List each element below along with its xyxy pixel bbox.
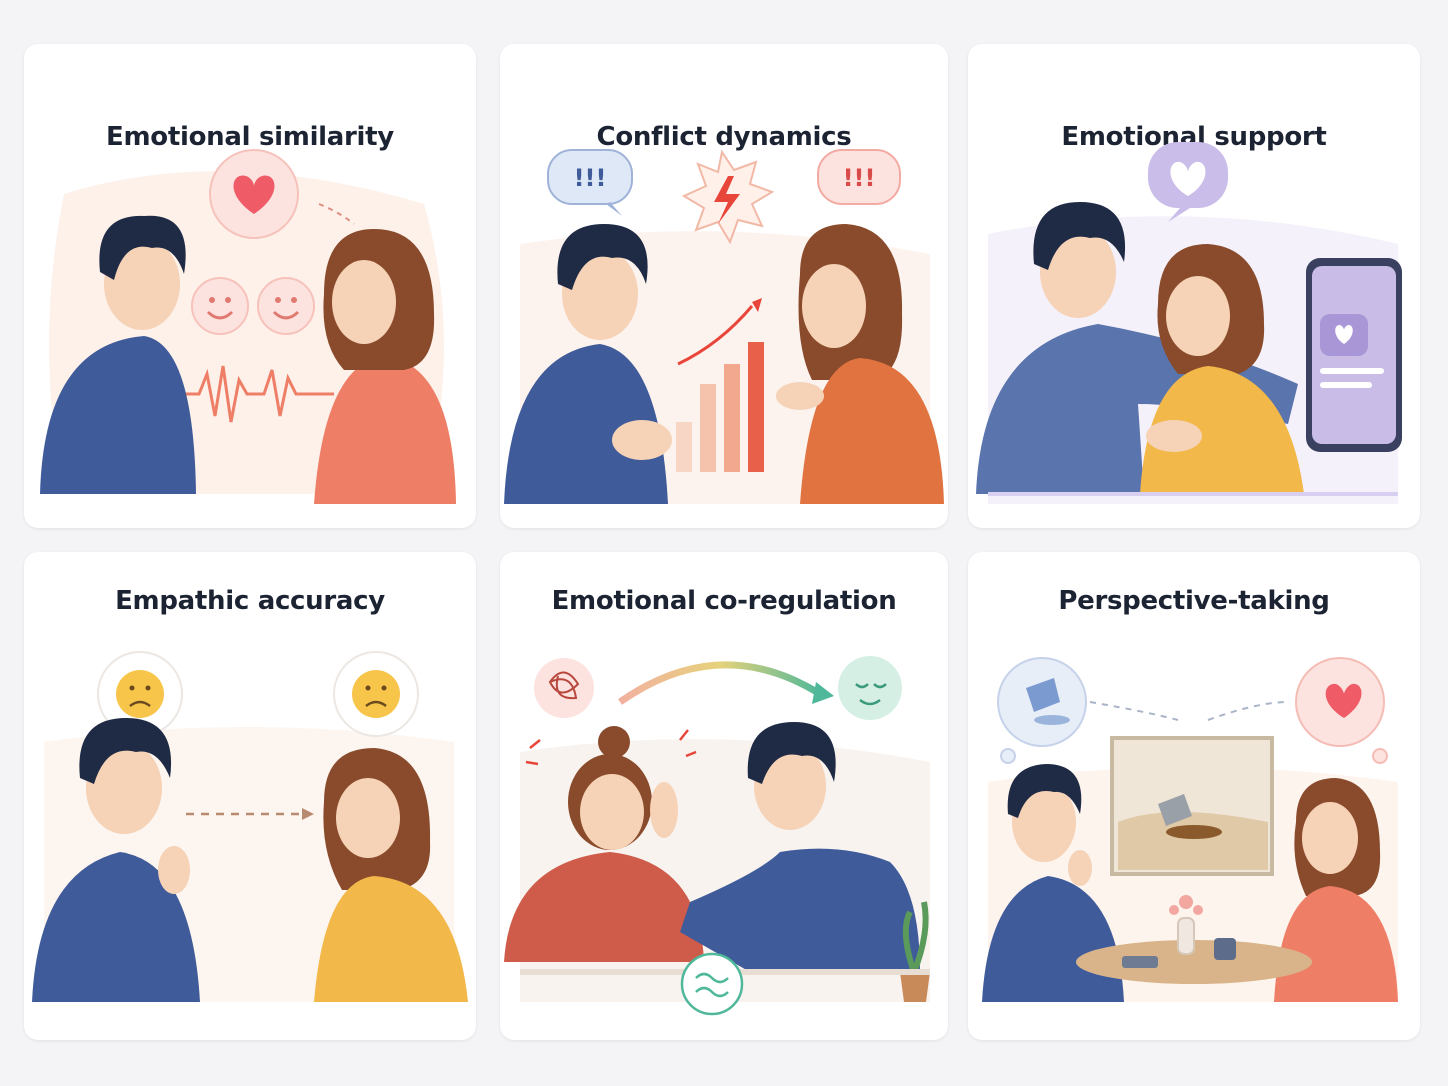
panel-perspective-taking: Perspective-taking	[968, 552, 1420, 1040]
emotional-similarity-illustration	[40, 149, 456, 504]
vase	[1177, 917, 1195, 955]
bar	[748, 342, 764, 472]
woman-figure	[1140, 366, 1304, 494]
heartbeat-line	[172, 365, 334, 423]
emotional-co-regulation-illustration	[504, 656, 930, 1016]
heart-icon	[1170, 161, 1206, 196]
panel-empathic-accuracy: Empathic accuracy	[24, 552, 476, 1040]
speech-bubble-right	[817, 149, 901, 205]
woman-figure	[314, 876, 468, 1002]
rising-arrow	[677, 305, 754, 366]
speech-bubble-left	[547, 149, 633, 205]
mug	[1214, 938, 1236, 960]
heart-icon	[1325, 683, 1362, 718]
woman-figure	[1274, 886, 1398, 1002]
smiley-icon	[257, 277, 315, 335]
panel-conflict-dynamics: Conflict dynamics !!! !!!	[500, 44, 948, 528]
man-figure	[32, 852, 200, 1002]
panel-emotional-co-regulation: Emotional co-regulation	[500, 552, 948, 1040]
tangled-thoughts-icon	[534, 658, 594, 718]
table	[1076, 940, 1312, 984]
panel-emotional-similarity: Emotional similarity	[24, 44, 476, 528]
sad-face-icon	[116, 670, 164, 718]
plant	[902, 901, 929, 974]
panel-title: Emotional co-regulation	[551, 586, 897, 616]
man-figure	[680, 848, 920, 972]
heart-icon	[1335, 324, 1353, 344]
bar	[676, 422, 692, 472]
smiley-icon	[191, 277, 249, 335]
panel-title: Perspective-taking	[1058, 586, 1330, 616]
calm-face-icon	[838, 656, 902, 720]
spilled-cup-icon	[1026, 678, 1060, 712]
panel-title: Empathic accuracy	[115, 586, 385, 616]
man-figure	[40, 336, 196, 494]
conflict-dynamics-illustration: !!! !!!	[504, 149, 944, 504]
calm-wave-icon	[680, 952, 744, 1016]
woman-figure	[800, 358, 944, 504]
woman-figure	[314, 356, 456, 504]
calming-arrow	[617, 661, 822, 705]
man-figure	[504, 344, 668, 504]
phone	[1122, 956, 1158, 968]
woman-figure	[504, 852, 704, 962]
perspective-taking-illustration	[982, 657, 1398, 1002]
empathic-accuracy-illustration	[32, 651, 468, 1002]
sad-face-icon	[352, 670, 400, 718]
heart-icon	[233, 175, 275, 214]
emotional-support-illustration	[976, 142, 1402, 504]
bar	[700, 384, 716, 472]
bar	[724, 364, 740, 472]
panel-title: Conflict dynamics	[596, 122, 852, 152]
lightning-icon	[714, 176, 740, 224]
panel-emotional-support: Emotional support	[968, 44, 1420, 528]
exclaim-left: !!!	[574, 164, 607, 192]
exclaim-right: !!!	[843, 164, 876, 192]
panel-title: Emotional similarity	[106, 122, 394, 152]
